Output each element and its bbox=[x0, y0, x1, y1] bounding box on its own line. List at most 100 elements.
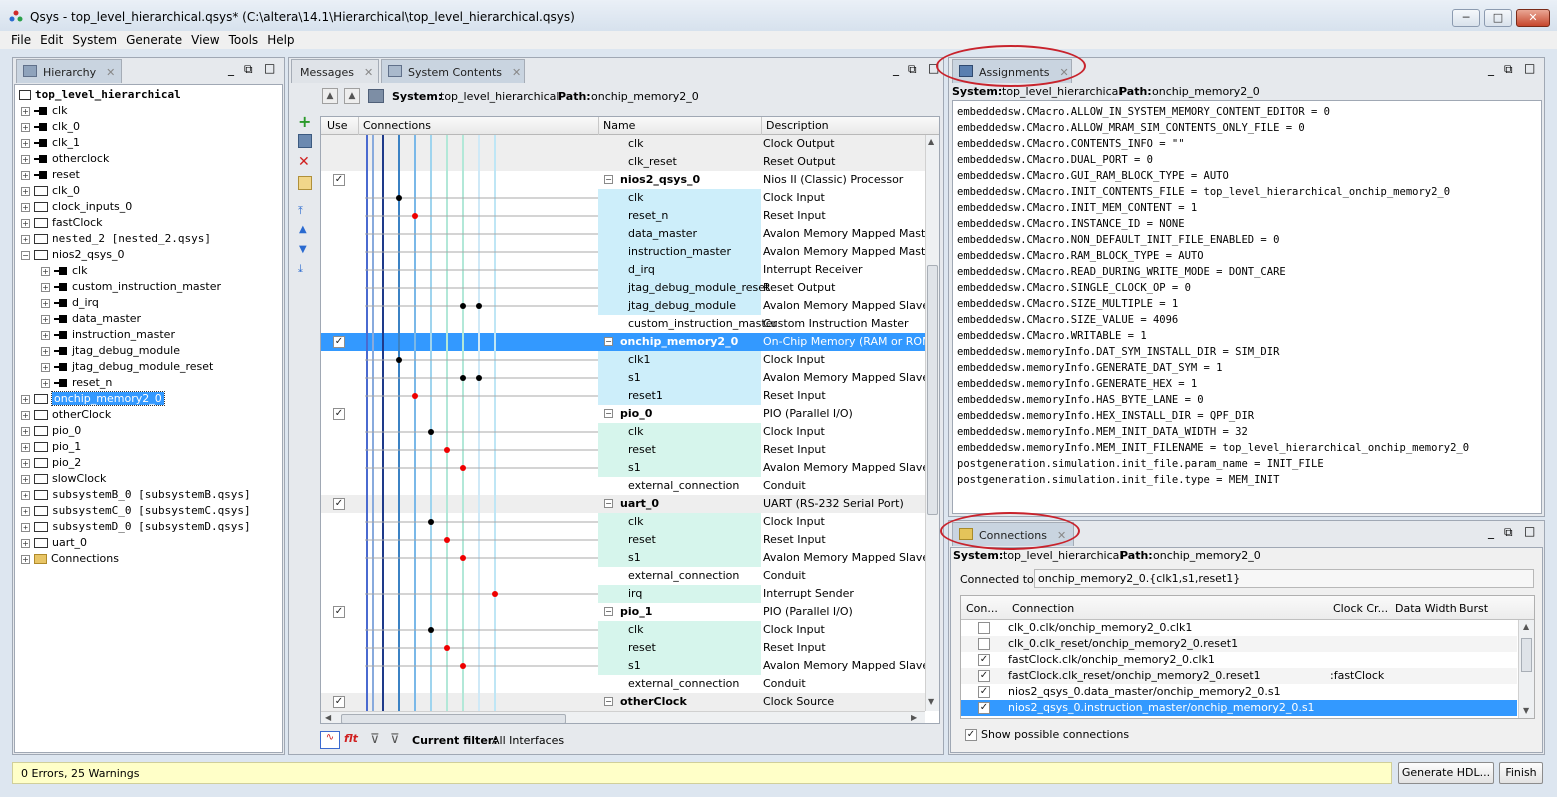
float-panel-icon[interactable]: ⧉ bbox=[908, 62, 917, 76]
collapse-icon[interactable]: − bbox=[604, 337, 613, 346]
edit-icon[interactable] bbox=[298, 176, 312, 190]
tree-item[interactable]: +fastClock bbox=[21, 215, 103, 231]
expand-icon[interactable]: + bbox=[21, 106, 30, 116]
tree-item[interactable]: +reset bbox=[21, 167, 80, 183]
tree-item[interactable]: +jtag_debug_module bbox=[41, 343, 180, 359]
filter-icon[interactable]: ⊽ bbox=[370, 732, 380, 747]
connection-dot[interactable] bbox=[460, 465, 466, 471]
filter-clear-icon[interactable]: ⊽ bbox=[390, 732, 400, 747]
expand-icon[interactable]: + bbox=[21, 506, 30, 516]
tree-item[interactable]: +clk_0 bbox=[21, 119, 80, 135]
float-panel-icon[interactable]: ⧉ bbox=[1504, 62, 1513, 76]
add-icon[interactable]: + bbox=[298, 112, 312, 131]
col-connection[interactable]: Connection bbox=[1012, 602, 1075, 615]
expand-icon[interactable]: + bbox=[41, 378, 50, 388]
show-possible-checkbox[interactable]: ✓ bbox=[965, 729, 977, 741]
maximize-panel-icon[interactable]: □ bbox=[1524, 61, 1536, 75]
tree-item[interactable]: +onchip_memory2_0 bbox=[21, 391, 165, 407]
tree-item[interactable]: +clk_1 bbox=[21, 135, 80, 151]
maximize-panel-icon[interactable]: □ bbox=[928, 61, 940, 75]
move-top-icon[interactable]: ⤒ bbox=[298, 204, 303, 217]
collapse-icon[interactable]: − bbox=[604, 607, 613, 616]
minimize-panel-icon[interactable]: _ bbox=[228, 62, 234, 76]
tree-item[interactable]: +jtag_debug_module_reset bbox=[41, 359, 213, 375]
tree-item[interactable]: +subsystemD_0 [subsystemD.qsys] bbox=[21, 519, 251, 535]
close-button[interactable]: ✕ bbox=[1516, 9, 1550, 27]
tree-item[interactable]: +d_irq bbox=[41, 295, 99, 311]
collapse-icon[interactable]: − bbox=[604, 409, 613, 418]
collapse-icon[interactable]: − bbox=[604, 697, 613, 706]
tree-item[interactable]: +Connections bbox=[21, 551, 119, 567]
connection-dot[interactable] bbox=[428, 429, 434, 435]
expand-icon[interactable]: + bbox=[41, 314, 50, 324]
connection-row[interactable]: ✓fastClock.clk_reset/onchip_memory2_0.re… bbox=[961, 668, 1517, 684]
tree-item[interactable]: +clk bbox=[21, 103, 67, 119]
maximize-panel-icon[interactable]: □ bbox=[264, 61, 276, 75]
table-vscrollbar[interactable]: ▲ ▼ bbox=[925, 135, 939, 711]
tree-item[interactable]: +uart_0 bbox=[21, 535, 87, 551]
connection-dot[interactable] bbox=[428, 519, 434, 525]
menu-system[interactable]: System bbox=[72, 33, 118, 47]
minimize-button[interactable]: ─ bbox=[1452, 9, 1480, 27]
connected-to-field[interactable]: onchip_memory2_0.{clk1,s1,reset1} bbox=[1034, 569, 1534, 588]
tree-item[interactable]: +otherclock bbox=[21, 151, 109, 167]
use-checkbox[interactable]: ✓ bbox=[333, 336, 345, 348]
move-bottom-icon[interactable]: ⤓ bbox=[298, 262, 303, 275]
tree-item[interactable]: +reset_n bbox=[41, 375, 112, 391]
connection-checkbox[interactable]: ✓ bbox=[978, 686, 990, 698]
menu-file[interactable]: File bbox=[11, 33, 32, 47]
col-connected[interactable]: Con... bbox=[966, 602, 998, 615]
maximize-panel-icon[interactable]: □ bbox=[1524, 524, 1536, 538]
expand-icon[interactable]: + bbox=[21, 170, 30, 180]
connection-dot[interactable] bbox=[492, 591, 498, 597]
float-panel-icon[interactable]: ⧉ bbox=[244, 62, 253, 76]
tab-messages[interactable]: Messages✕ bbox=[291, 59, 379, 83]
col-clock-crossing[interactable]: Clock Cr... bbox=[1333, 602, 1389, 615]
tree-item[interactable]: +subsystemC_0 [subsystemC.qsys] bbox=[21, 503, 251, 519]
tree-item[interactable]: +clock_inputs_0 bbox=[21, 199, 132, 215]
connection-dot[interactable] bbox=[428, 627, 434, 633]
expand-icon[interactable]: + bbox=[41, 266, 50, 276]
collapse-icon[interactable]: − bbox=[604, 175, 613, 184]
expand-icon[interactable]: + bbox=[41, 298, 50, 308]
up-icon[interactable]: ▲ bbox=[344, 88, 360, 104]
col-connections[interactable]: Connections bbox=[363, 119, 431, 132]
connection-dot[interactable] bbox=[396, 357, 402, 363]
collapse-icon[interactable]: − bbox=[21, 250, 30, 260]
menu-tools[interactable]: Tools bbox=[228, 33, 259, 47]
connection-dot[interactable] bbox=[444, 537, 450, 543]
connection-dot[interactable] bbox=[460, 375, 466, 381]
expand-icon[interactable]: + bbox=[41, 362, 50, 372]
tree-item[interactable]: +instruction_master bbox=[41, 327, 175, 343]
connection-checkbox[interactable]: ✓ bbox=[978, 670, 990, 682]
col-description[interactable]: Description bbox=[766, 119, 829, 132]
minimize-panel-icon[interactable]: _ bbox=[1488, 62, 1494, 76]
expand-icon[interactable]: + bbox=[21, 490, 30, 500]
expand-icon[interactable]: + bbox=[21, 138, 30, 148]
connection-dot[interactable] bbox=[444, 645, 450, 651]
use-checkbox[interactable]: ✓ bbox=[333, 606, 345, 618]
up-level-icon[interactable]: ▲ bbox=[322, 88, 338, 104]
col-name[interactable]: Name bbox=[603, 119, 636, 132]
tree-item[interactable]: +pio_1 bbox=[21, 439, 81, 455]
tree-item[interactable]: +subsystemB_0 [subsystemB.qsys] bbox=[21, 487, 251, 503]
connection-dot[interactable] bbox=[412, 213, 418, 219]
tab-hierarchy[interactable]: Hierarchy✕ bbox=[16, 59, 122, 83]
